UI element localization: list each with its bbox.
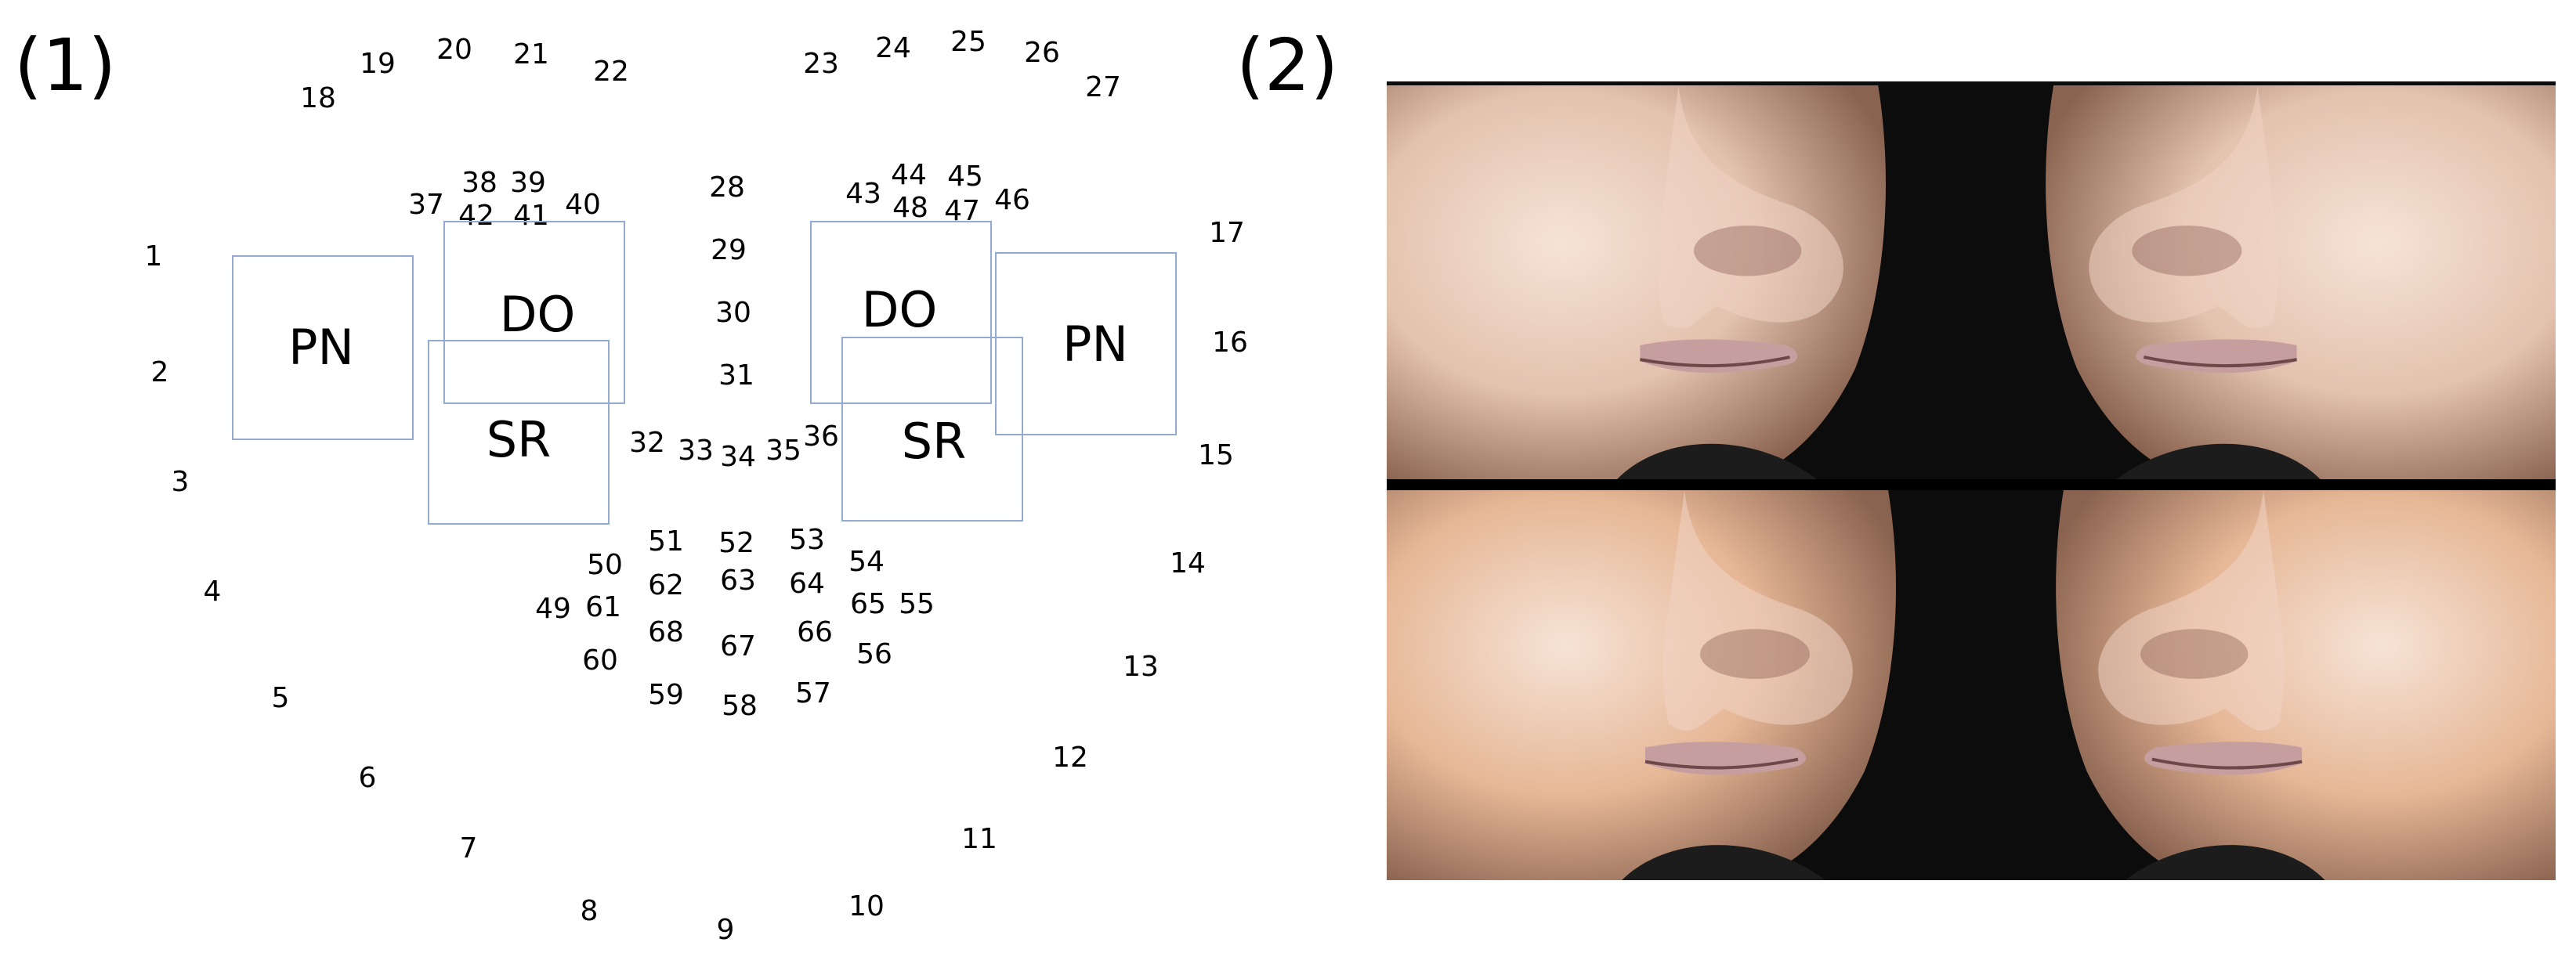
landmark-12: 12 [1052, 742, 1088, 774]
clinical-photo-grid [1387, 81, 2556, 880]
landmark-36: 36 [803, 421, 839, 453]
landmark-13: 13 [1123, 651, 1159, 683]
region-box-sr-left-face [841, 337, 1023, 522]
region-box-do-right-face [443, 221, 625, 404]
landmark-59: 59 [648, 679, 684, 711]
landmark-49: 49 [535, 593, 571, 625]
landmark-61: 61 [585, 591, 621, 623]
photo-before-right-face [1967, 85, 2556, 479]
region-label-do-left-face: DO [861, 281, 938, 338]
landmark-4: 4 [203, 576, 222, 608]
landmark-20: 20 [436, 34, 472, 66]
landmark-48: 48 [892, 192, 928, 224]
photo-after-left-face [1387, 490, 1974, 880]
landmark-60: 60 [582, 644, 618, 677]
landmark-5: 5 [271, 682, 290, 714]
landmark-52: 52 [718, 527, 754, 559]
landmark-1: 1 [144, 240, 163, 273]
landmark-68: 68 [648, 616, 684, 648]
landmark-14: 14 [1170, 547, 1206, 579]
photo-divider [1387, 479, 2556, 490]
landmark-56: 56 [856, 638, 892, 670]
landmark-2: 2 [150, 356, 169, 388]
region-label-do-right-face: DO [499, 286, 576, 343]
panel-label-2: (2) [1236, 23, 1339, 107]
landmark-53: 53 [789, 524, 825, 556]
region-label-sr-left-face: SR [901, 413, 967, 470]
region-box-pn-right-face [232, 255, 414, 440]
landmark-64: 64 [789, 568, 825, 600]
photo-before-left-face [1387, 85, 1963, 479]
landmark-55: 55 [899, 588, 935, 620]
landmark-44: 44 [891, 159, 927, 191]
panel-label-1: (1) [14, 23, 117, 107]
landmark-65: 65 [850, 588, 886, 620]
landmark-26: 26 [1024, 37, 1060, 69]
region-box-do-left-face [810, 221, 992, 404]
landmark-19: 19 [360, 48, 396, 80]
landmark-51: 51 [648, 525, 684, 558]
landmark-42: 42 [458, 200, 494, 232]
landmark-33: 33 [678, 435, 714, 467]
photo-after-right-face [1979, 490, 2556, 880]
landmark-31: 31 [718, 359, 754, 392]
landmark-62: 62 [648, 569, 684, 601]
landmark-22: 22 [593, 56, 629, 88]
landmark-57: 57 [795, 677, 831, 709]
region-label-pn-right-face: PN [288, 319, 354, 376]
landmark-38: 38 [461, 167, 497, 199]
region-box-pn-left-face [995, 252, 1177, 435]
landmark-41: 41 [513, 200, 549, 232]
landmark-16: 16 [1212, 327, 1248, 359]
landmark-66: 66 [797, 616, 833, 648]
landmark-58: 58 [722, 690, 758, 722]
landmark-50: 50 [587, 549, 623, 581]
landmark-45: 45 [947, 161, 983, 193]
landmark-15: 15 [1198, 439, 1234, 471]
landmark-3: 3 [171, 466, 190, 498]
landmark-28: 28 [709, 171, 745, 204]
region-box-sr-right-face [428, 340, 610, 525]
landmark-40: 40 [565, 189, 601, 221]
landmark-24: 24 [875, 32, 911, 64]
landmark-23: 23 [803, 48, 839, 80]
landmark-7: 7 [459, 832, 478, 865]
landmark-63: 63 [720, 565, 756, 597]
landmark-43: 43 [845, 178, 881, 210]
landmark-25: 25 [950, 26, 986, 58]
landmark-9: 9 [716, 914, 735, 946]
region-label-pn-left-face: PN [1062, 316, 1128, 373]
landmark-29: 29 [711, 234, 747, 266]
landmark-54: 54 [848, 546, 885, 578]
landmark-27: 27 [1085, 71, 1121, 103]
landmark-34: 34 [720, 441, 756, 473]
landmark-47: 47 [944, 195, 980, 227]
landmark-37: 37 [408, 189, 444, 221]
landmark-46: 46 [994, 184, 1030, 216]
landmark-11: 11 [961, 823, 997, 855]
landmark-17: 17 [1209, 217, 1245, 249]
landmark-21: 21 [513, 38, 549, 70]
landmark-32: 32 [629, 427, 665, 459]
region-label-sr-right-face: SR [486, 411, 552, 468]
landmark-10: 10 [848, 890, 885, 922]
landmark-30: 30 [715, 297, 751, 329]
landmark-67: 67 [720, 630, 756, 662]
landmark-6: 6 [358, 762, 377, 794]
landmark-35: 35 [765, 435, 801, 467]
landmark-39: 39 [510, 167, 546, 199]
landmark-8: 8 [580, 895, 599, 927]
landmark-18: 18 [300, 82, 336, 114]
